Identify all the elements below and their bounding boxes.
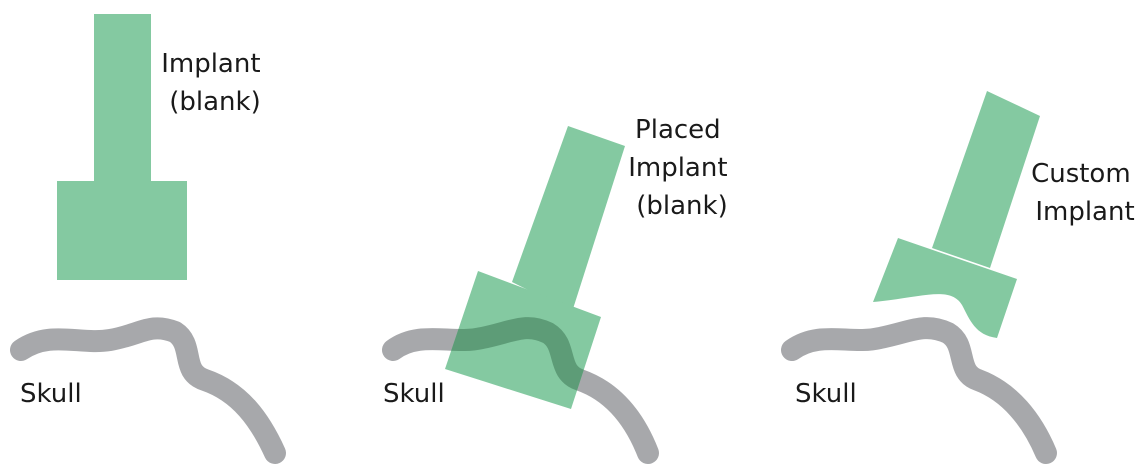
- implant-label: Implant (blank): [161, 49, 269, 117]
- skull-label: Skull: [795, 379, 857, 409]
- implant-shaft: [512, 126, 625, 312]
- implant-shaft: [94, 14, 151, 184]
- placed-implant-label: Placed Implant (blank): [628, 115, 736, 221]
- panel-custom-implant: Custom Implant Skull: [792, 91, 1139, 453]
- implant-shaft: [932, 91, 1040, 268]
- custom-implant-label: Custom Implant: [1031, 159, 1139, 227]
- implant-base: [57, 181, 187, 280]
- panel-placed-implant: Placed Implant (blank) Skull: [383, 115, 736, 453]
- panel-implant-blank: Implant (blank) Skull: [20, 14, 275, 453]
- skull-label: Skull: [20, 379, 82, 409]
- skull-label: Skull: [383, 379, 445, 409]
